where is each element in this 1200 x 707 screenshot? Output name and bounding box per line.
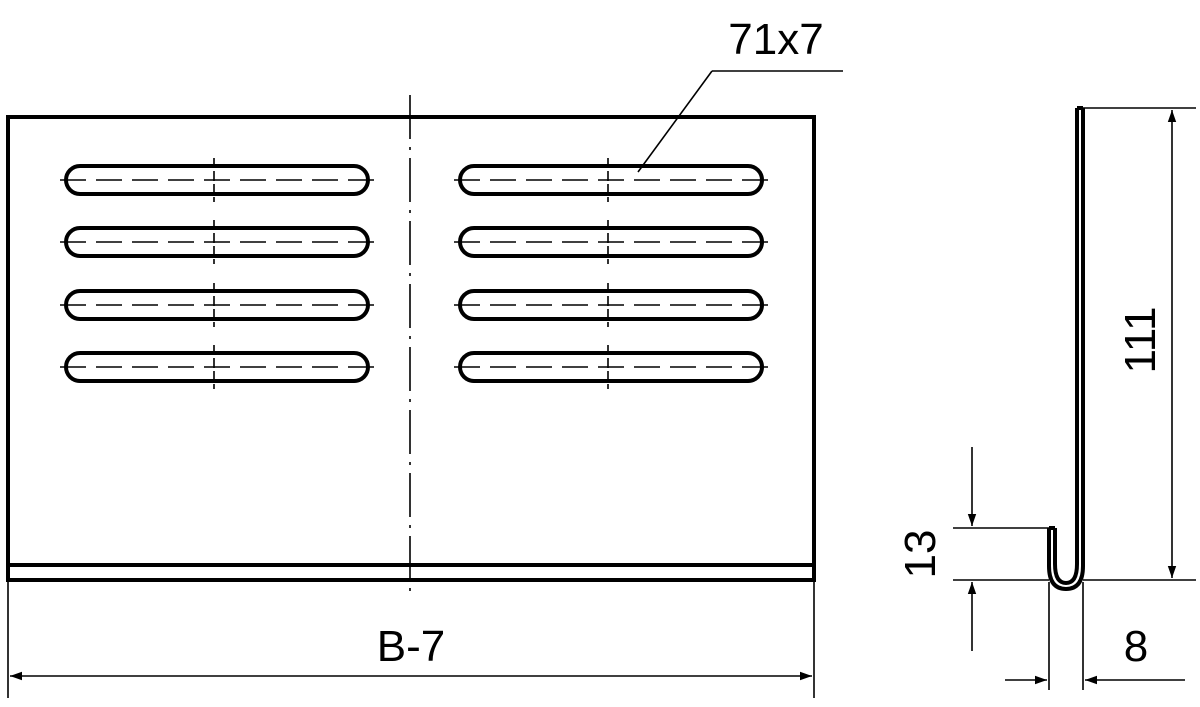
- slot-group: [60, 158, 768, 389]
- profile-outline: [1047, 106, 1085, 591]
- width-dimension: B-7: [7, 580, 815, 698]
- slot-leader-line: [637, 70, 713, 173]
- width-dimension-label: B-7: [377, 622, 445, 671]
- front-view: [6, 95, 816, 595]
- hook-width-label: 8: [1124, 622, 1148, 671]
- slot-size-label: 71x7: [728, 15, 823, 64]
- height-dimension-label: 111: [1116, 307, 1165, 374]
- plate-outline: [6, 115, 816, 582]
- slot-size-callout: 71x7: [637, 15, 843, 173]
- hook-height-label: 13: [896, 530, 945, 579]
- side-view: 111 13 8: [896, 106, 1196, 690]
